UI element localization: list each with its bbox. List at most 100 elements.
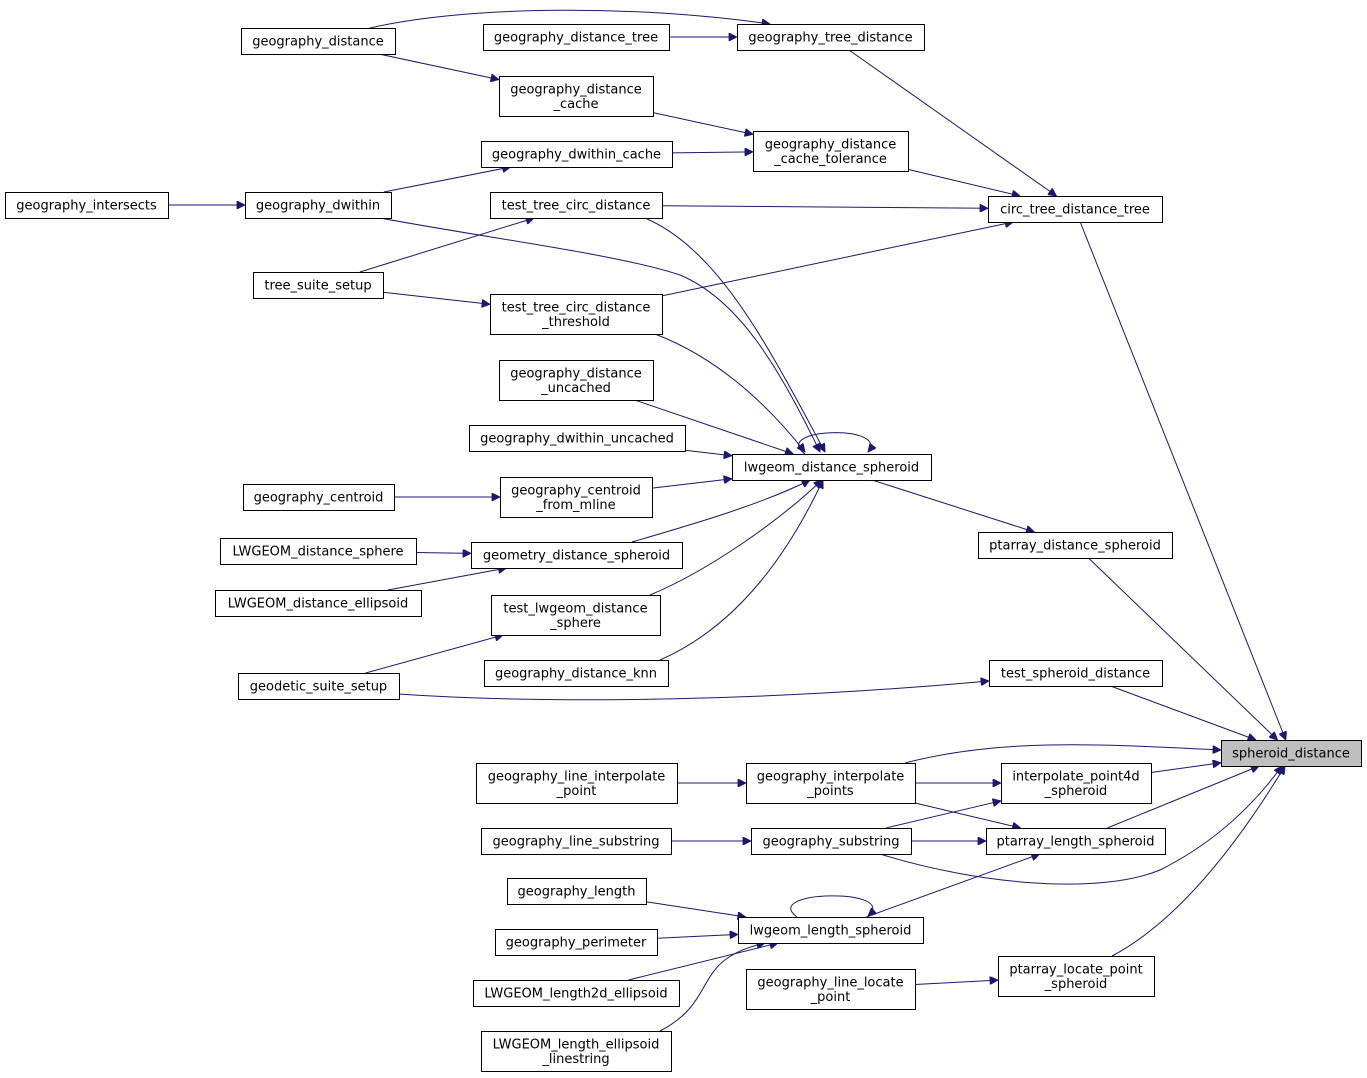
node-label: ptarray_length_spheroid bbox=[996, 835, 1154, 850]
edge-LWGEOM_distance_ellipsoid-to-geometry_distance_spheroid bbox=[387, 568, 507, 591]
node-circ-tree-distance-tree[interactable]: circ_tree_distance_tree bbox=[988, 196, 1163, 223]
node-label: geography_distance_knn bbox=[495, 667, 657, 682]
node-geography-distance-knn[interactable]: geography_distance_knn bbox=[484, 660, 669, 687]
node-label: ptarray_distance_spheroid bbox=[989, 539, 1161, 554]
edge-test_tree_circ_distance-to-circ_tree_distance_tree bbox=[661, 206, 988, 209]
edge-ptarray_length_spheroid-to-spheroid_distance bbox=[1107, 766, 1259, 829]
edge-geography_substring-to-interpolate_point4d_spheroid bbox=[885, 801, 1001, 829]
node-label: _from_mline bbox=[535, 498, 615, 513]
node-box bbox=[753, 131, 909, 172]
node-box bbox=[500, 477, 653, 518]
node-geometry-distance-spheroid[interactable]: geometry_distance_spheroid bbox=[471, 542, 683, 569]
node-ptarray-length-spheroid[interactable]: ptarray_length_spheroid bbox=[986, 828, 1166, 855]
node-geography-dwithin[interactable]: geography_dwithin bbox=[245, 192, 392, 219]
node-box bbox=[476, 763, 678, 804]
node-tree-suite-setup[interactable]: tree_suite_setup bbox=[253, 272, 384, 299]
node-ptarray-distance-spheroid[interactable]: ptarray_distance_spheroid bbox=[978, 532, 1173, 559]
node-label: _threshold bbox=[541, 315, 610, 330]
node-label: geography_dwithin_cache bbox=[492, 148, 661, 163]
node-geography-line-substring[interactable]: geography_line_substring bbox=[481, 828, 672, 855]
edge-geometry_distance_spheroid-to-lwgeom_distance_spheroid bbox=[631, 479, 810, 543]
node-box bbox=[483, 24, 670, 51]
node-label: lwgeom_distance_spheroid bbox=[744, 461, 919, 476]
node-label: geodetic_suite_setup bbox=[250, 680, 387, 695]
node-label: _cache_tolerance bbox=[773, 152, 887, 167]
node-spheroid-distance[interactable]: spheroid_distance bbox=[1221, 740, 1362, 767]
node-lwgeom-length-spheroid[interactable]: lwgeom_length_spheroid bbox=[738, 917, 924, 944]
node-box bbox=[481, 141, 673, 168]
node-label: geography_distance_tree bbox=[494, 31, 658, 46]
edge-geography_dwithin_uncached-to-lwgeom_distance_spheroid bbox=[684, 449, 732, 455]
node-test-tree-circ-distance-threshold[interactable]: test_tree_circ_distance_threshold bbox=[490, 294, 663, 335]
edge-geography_distance_cache_tolerance-to-circ_tree_distance_tree bbox=[907, 168, 1020, 196]
node-lwgeom-distance-spheroid[interactable]: lwgeom_distance_spheroid bbox=[732, 454, 932, 481]
node-label: ptarray_locate_point bbox=[1009, 962, 1142, 977]
node-label: LWGEOM_length_ellipsoid bbox=[493, 1037, 660, 1052]
node-box bbox=[989, 660, 1163, 687]
node-lwgeom-length2d-ellipsoid[interactable]: LWGEOM_length2d_ellipsoid bbox=[473, 980, 680, 1007]
node-geography-substring[interactable]: geography_substring bbox=[751, 828, 912, 855]
node-test-tree-circ-distance[interactable]: test_tree_circ_distance bbox=[490, 192, 663, 219]
node-box bbox=[481, 828, 672, 855]
node-box bbox=[507, 878, 647, 905]
node-geography-distance-tree[interactable]: geography_distance_tree bbox=[483, 24, 670, 51]
edge-geodetic_suite_setup-to-test_lwgeom_distance_sphere bbox=[365, 635, 504, 674]
node-label: circ_tree_distance_tree bbox=[1000, 203, 1150, 218]
edge-test_tree_circ_distance_threshold-to-circ_tree_distance_tree bbox=[661, 222, 1013, 297]
node-label: geography_line_substring bbox=[493, 835, 660, 850]
node-geography-line-locate-point[interactable]: geography_line_locate_point bbox=[746, 969, 916, 1010]
node-lwgeom-distance-sphere[interactable]: LWGEOM_distance_sphere bbox=[220, 538, 417, 565]
node-geography-interpolate-points[interactable]: geography_interpolate_points bbox=[746, 763, 916, 804]
node-lwgeom-distance-ellipsoid[interactable]: LWGEOM_distance_ellipsoid bbox=[215, 590, 422, 617]
edge-test_tree_circ_distance-to-lwgeom_distance_spheroid bbox=[644, 217, 826, 452]
node-box bbox=[220, 538, 417, 565]
node-lwgeom-length-ellipsoid-linestring[interactable]: LWGEOM_length_ellipsoid_linestring bbox=[481, 1031, 672, 1072]
node-label: geography_substring bbox=[762, 835, 899, 850]
node-label: geography_distance bbox=[765, 137, 897, 152]
node-geography-dwithin-uncached[interactable]: geography_dwithin_uncached bbox=[469, 425, 686, 452]
node-box bbox=[491, 595, 661, 636]
node-geography-distance-uncached[interactable]: geography_distance_uncached bbox=[499, 360, 654, 401]
node-box bbox=[751, 828, 912, 855]
node-label: _sphere bbox=[549, 616, 601, 631]
node-geography-distance-cache[interactable]: geography_distance_cache bbox=[499, 76, 654, 117]
edge-tree_suite_setup-to-test_tree_circ_distance bbox=[359, 218, 534, 273]
node-interpolate-point4d-spheroid[interactable]: interpolate_point4d_spheroid bbox=[1001, 763, 1152, 804]
edge-geography_dwithin-to-lwgeom_distance_spheroid bbox=[379, 217, 820, 452]
node-box bbox=[499, 76, 654, 117]
node-label: geography_line_interpolate bbox=[488, 769, 666, 784]
node-test-lwgeom-distance-sphere[interactable]: test_lwgeom_distance_sphere bbox=[491, 595, 661, 636]
edge-geography_length-to-lwgeom_length_spheroid bbox=[645, 901, 746, 917]
node-label: geography_tree_distance bbox=[748, 31, 912, 46]
node-geography-intersects[interactable]: geography_intersects bbox=[5, 192, 169, 219]
node-label: geography_dwithin_uncached bbox=[480, 432, 674, 447]
node-label: _uncached bbox=[540, 381, 611, 396]
edge-geography_dwithin-to-geography_dwithin_cache bbox=[383, 167, 511, 193]
node-test-spheroid-distance[interactable]: test_spheroid_distance bbox=[989, 660, 1163, 687]
node-box bbox=[5, 192, 169, 219]
node-geography-perimeter[interactable]: geography_perimeter bbox=[495, 929, 658, 956]
node-box bbox=[243, 484, 395, 511]
edge-lwgeom_length_spheroid-to-lwgeom_length_spheroid bbox=[790, 895, 873, 918]
node-geography-tree-distance[interactable]: geography_tree_distance bbox=[737, 24, 925, 51]
edge-geography_perimeter-to-lwgeom_length_spheroid bbox=[656, 934, 738, 938]
node-geography-distance[interactable]: geography_distance bbox=[241, 28, 396, 55]
node-label: _points bbox=[806, 784, 854, 799]
node-geography-centroid[interactable]: geography_centroid bbox=[243, 484, 395, 511]
node-ptarray-locate-point-spheroid[interactable]: ptarray_locate_point_spheroid bbox=[998, 956, 1155, 997]
node-box bbox=[737, 24, 925, 51]
node-geography-distance-cache-tolerance[interactable]: geography_distance_cache_tolerance bbox=[753, 131, 909, 172]
node-geodetic-suite-setup[interactable]: geodetic_suite_setup bbox=[238, 673, 400, 700]
node-geography-dwithin-cache[interactable]: geography_dwithin_cache bbox=[481, 141, 673, 168]
node-box bbox=[238, 673, 400, 700]
edge-ptarray_distance_spheroid-to-spheroid_distance bbox=[1088, 557, 1278, 740]
node-label: test_tree_circ_distance bbox=[502, 199, 651, 214]
edge-geodetic_suite_setup-to-test_spheroid_distance bbox=[397, 681, 989, 701]
node-box bbox=[998, 956, 1155, 997]
node-geography-centroid-from-mline[interactable]: geography_centroid_from_mline bbox=[500, 477, 653, 518]
node-label: _spheroid bbox=[1044, 784, 1108, 799]
node-label: LWGEOM_distance_ellipsoid bbox=[228, 597, 408, 612]
node-geography-length[interactable]: geography_length bbox=[507, 878, 647, 905]
node-label: geography_line_locate bbox=[757, 975, 903, 990]
node-geography-line-interpolate-point[interactable]: geography_line_interpolate_point bbox=[476, 763, 678, 804]
